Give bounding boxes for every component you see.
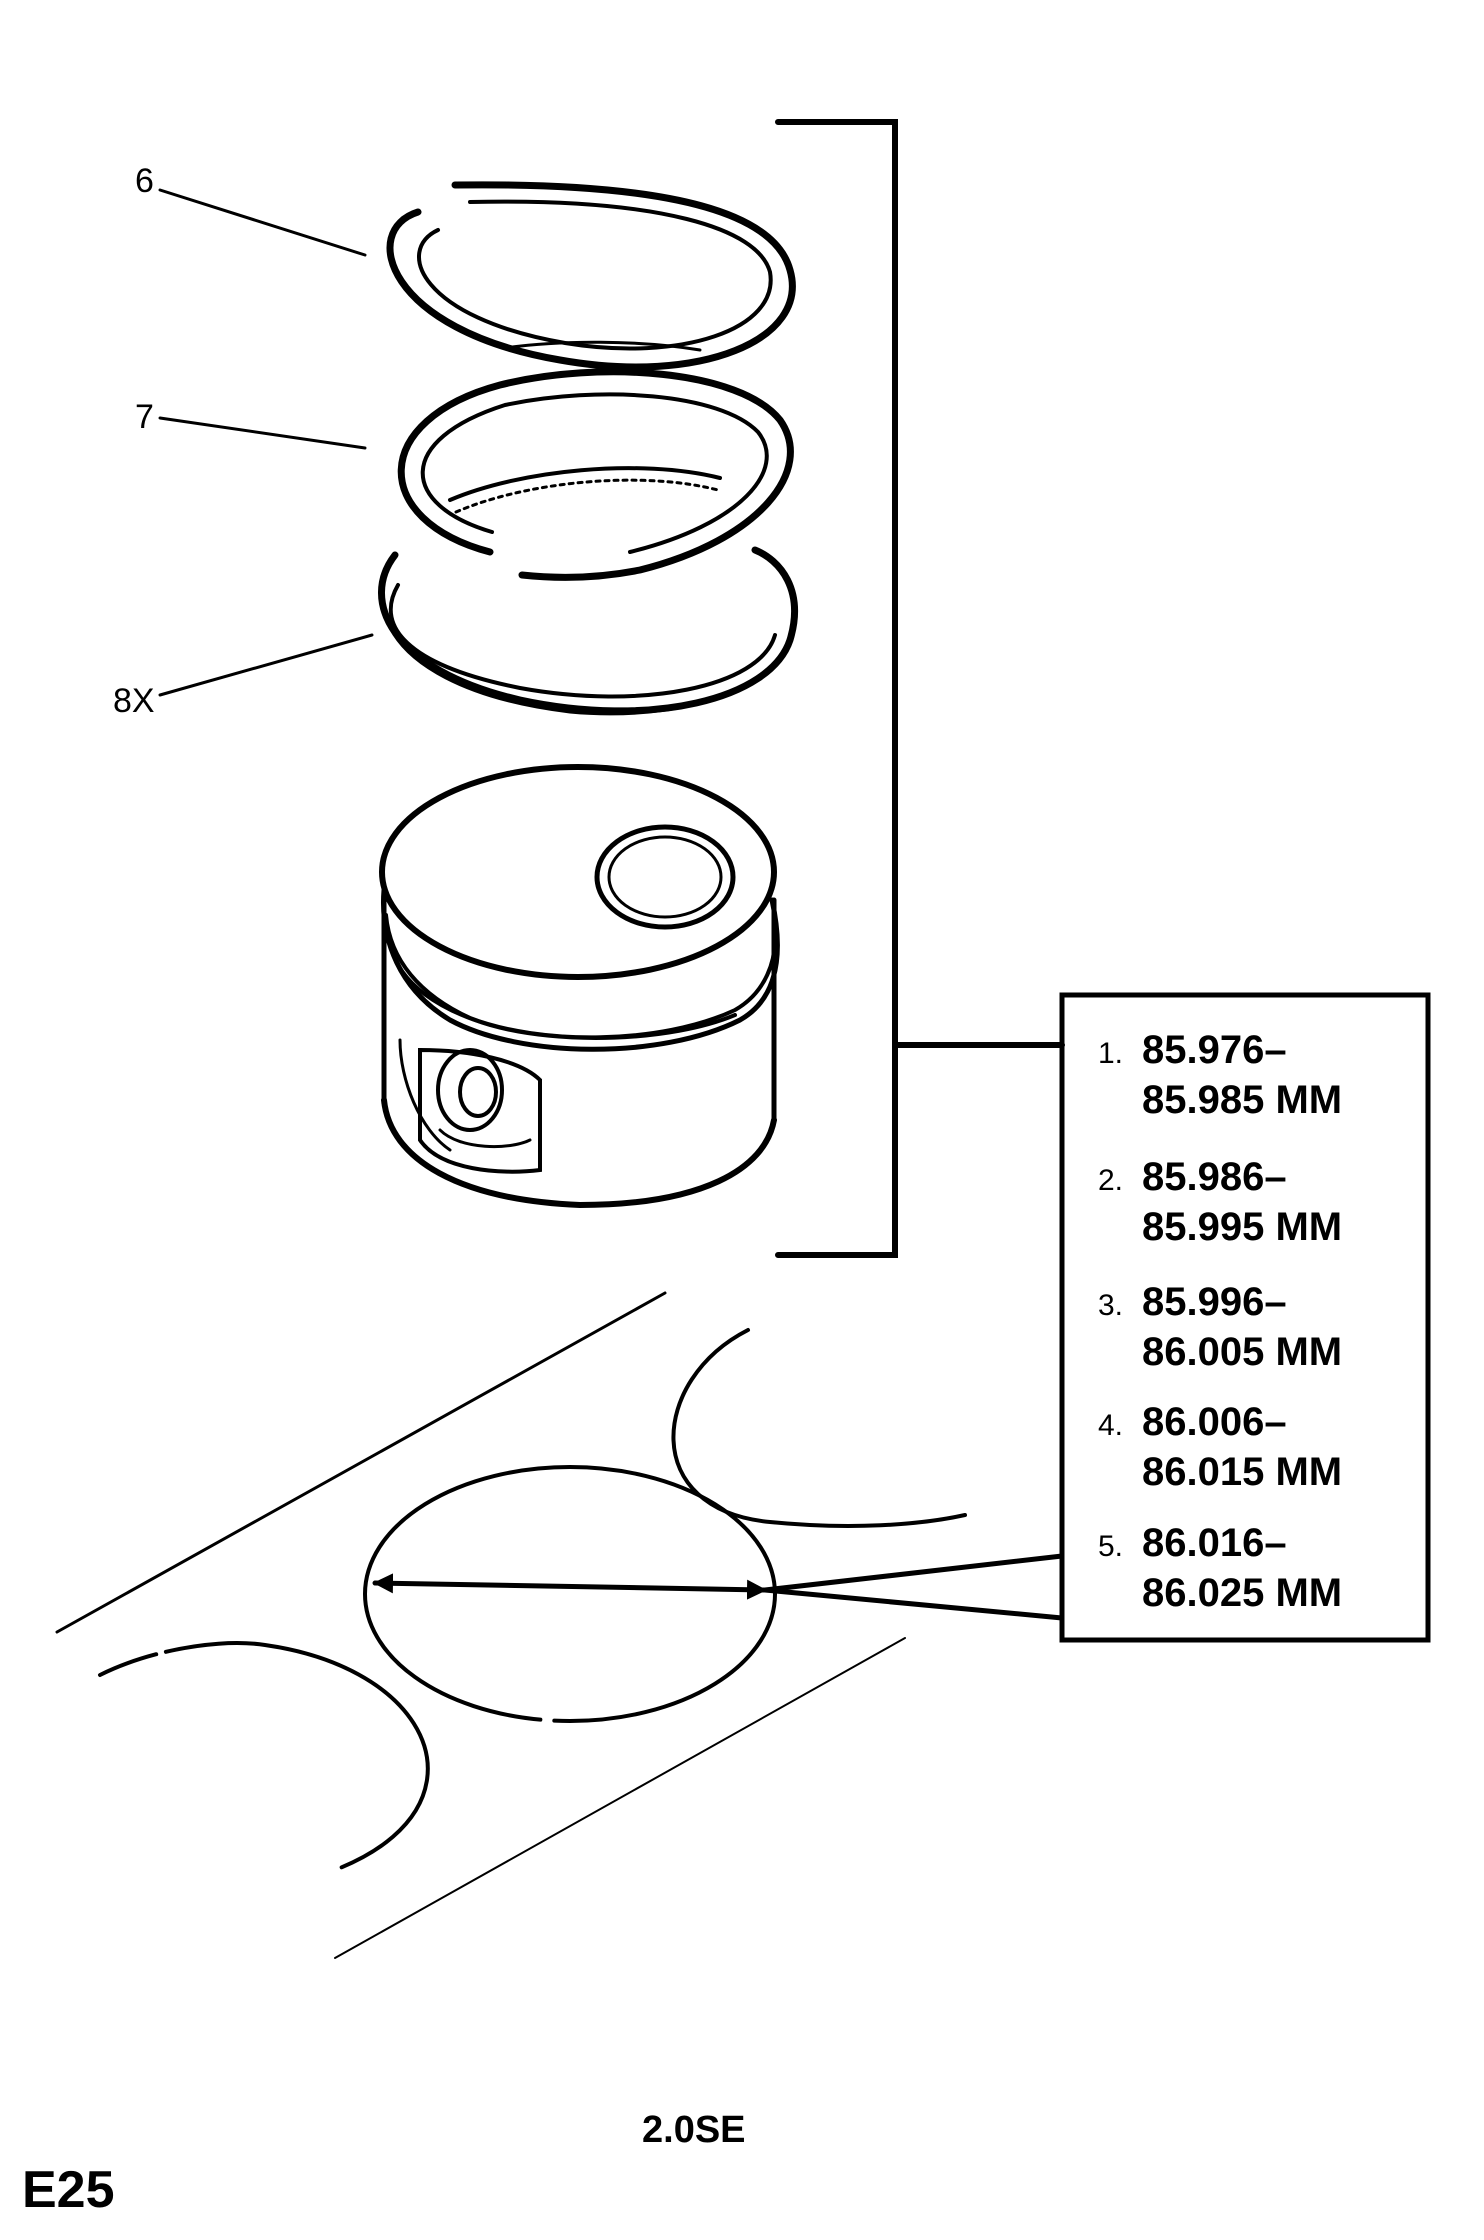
size-row-max: 85.995 MM (1142, 1205, 1342, 1249)
bore-diameter-arrow (372, 1573, 768, 1600)
engine-label: 2.0SE (642, 2109, 746, 2151)
bore-leader-upper (762, 1553, 1065, 1593)
callout-leader-8x (158, 633, 374, 697)
size-row-3: 3. 85.996– 86.005 MM (1098, 1280, 1342, 1374)
size-row-2: 2. 85.986– 85.995 MM (1098, 1155, 1342, 1249)
size-row-max: 86.005 MM (1142, 1330, 1342, 1374)
size-row-min: 86.016– (1142, 1521, 1287, 1565)
callout-leader-6 (158, 188, 367, 257)
callout-6: 6 (135, 162, 154, 200)
size-row-number: 2. (1098, 1164, 1123, 1197)
size-row-max: 86.015 MM (1142, 1450, 1342, 1494)
second-compression-ring (397, 368, 794, 581)
bore-leader-lower (762, 1587, 1065, 1621)
size-row-number: 1. (1098, 1037, 1123, 1070)
top-compression-ring (386, 181, 796, 371)
cylinder-block (55, 1291, 967, 1959)
callout-8x: 8X (113, 682, 155, 720)
size-row-1: 1. 85.976– 85.985 MM (1098, 1028, 1342, 1122)
callout-leader-7 (158, 416, 367, 450)
size-row-min: 85.976– (1142, 1028, 1287, 1072)
size-row-min: 85.986– (1142, 1155, 1287, 1199)
page-code: E25 (22, 2161, 115, 2219)
size-row-max: 86.025 MM (1142, 1571, 1342, 1615)
callout-7: 7 (135, 398, 154, 436)
group-bracket (775, 119, 898, 1258)
size-row-number: 3. (1098, 1289, 1123, 1322)
piston (379, 764, 780, 1209)
size-row-max: 85.985 MM (1142, 1078, 1342, 1122)
size-table-box (1059, 992, 1431, 1643)
size-row-min: 85.996– (1142, 1280, 1287, 1324)
cylinder-bore (363, 1465, 777, 1723)
size-row-min: 86.006– (1142, 1400, 1287, 1444)
size-row-number: 5. (1098, 1530, 1123, 1563)
size-row-5: 5. 86.016– 86.025 MM (1098, 1521, 1342, 1615)
size-row-number: 4. (1098, 1409, 1123, 1442)
oil-control-ring (378, 546, 798, 716)
size-row-4: 4. 86.006– 86.015 MM (1098, 1400, 1342, 1494)
